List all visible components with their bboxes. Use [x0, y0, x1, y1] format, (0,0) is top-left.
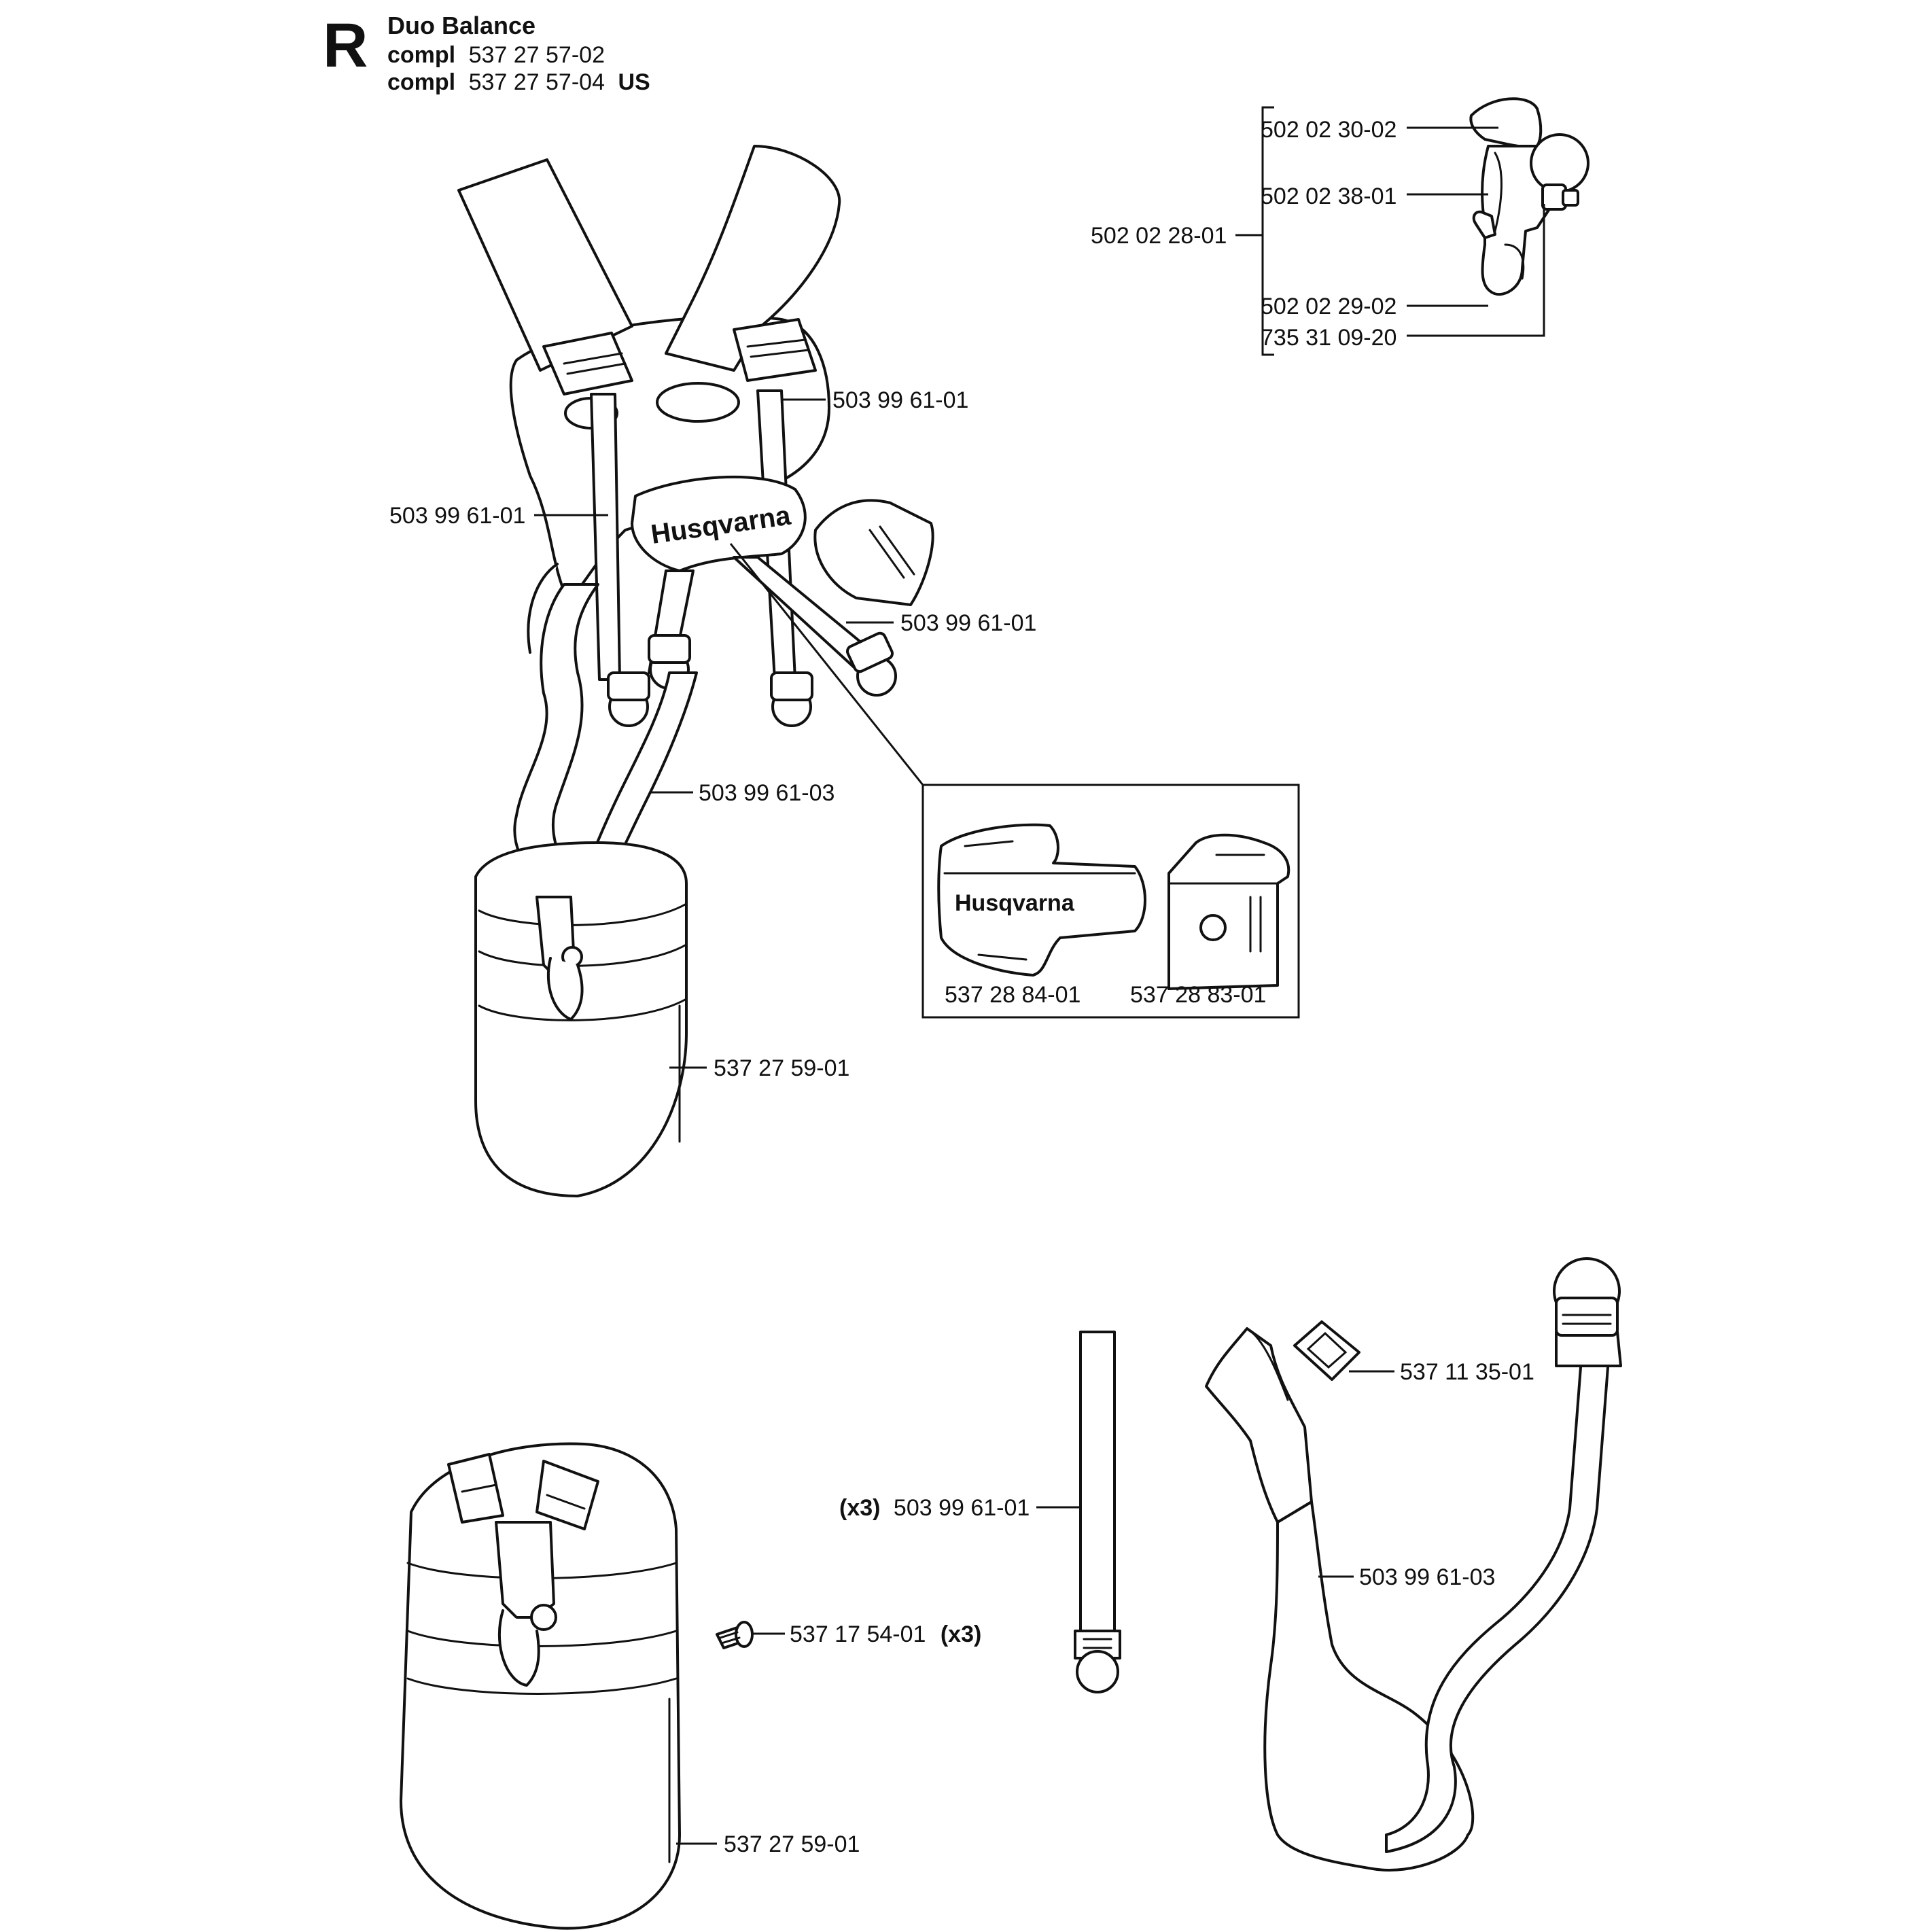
label-537-17-54-01: 537 17 54-01 — [790, 1621, 926, 1647]
section-letter: R — [323, 11, 368, 80]
buckle-drawing — [1293, 1320, 1360, 1381]
label-503-99-61-01-d-line: (x3) 503 99 61-01 — [839, 1495, 1030, 1521]
label-735-31-09-20: 735 31 09-20 — [1261, 325, 1397, 351]
detail-box — [921, 784, 1300, 1019]
label-537-28-84-01: 537 28 84-01 — [945, 982, 1081, 1008]
side-pad-drawing — [1167, 833, 1290, 990]
compl-prefix-2: compl — [387, 69, 455, 95]
holder-drawing — [400, 1442, 681, 1930]
lead-line-735-31-09-20 — [1407, 204, 1545, 337]
label-503-99-61-01-c: 503 99 61-01 — [900, 610, 1036, 636]
label-537-28-83-01: 537 28 83-01 — [1130, 982, 1266, 1008]
label-537-27-59-01-b: 537 27 59-01 — [724, 1831, 860, 1857]
label-503-99-61-03-b: 503 99 61-03 — [1359, 1564, 1495, 1590]
assembly-title: Duo Balance — [387, 12, 535, 39]
compl-line-2: compl 537 27 57-04 US — [387, 69, 650, 95]
label-537-17-54-01-line: 537 17 54-01 (x3) — [790, 1621, 981, 1647]
chest-pad-drawing: Husqvarna — [937, 823, 1146, 977]
label-503-99-61-01-a: 503 99 61-01 — [832, 387, 968, 413]
hook-assembly-drawing — [1469, 97, 1589, 296]
harness-drawing: Husqvarna — [457, 145, 934, 1197]
detail-logo-text: Husqvarna — [955, 890, 1075, 916]
hook-assembly-bracket — [1261, 106, 1274, 356]
compl-number-2: 537 27 57-04 — [469, 69, 605, 95]
label-503-99-61-01-b: 503 99 61-01 — [389, 503, 525, 529]
screw-drawing — [716, 1621, 754, 1649]
label-537-11-35-01: 537 11 35-01 — [1400, 1359, 1534, 1385]
single-strap-drawing — [1074, 1331, 1121, 1693]
long-strap-drawing — [1205, 1257, 1622, 1872]
label-502-02-29-02: 502 02 29-02 — [1261, 294, 1397, 319]
compl-us-suffix: US — [618, 69, 650, 95]
label-502-02-30-02: 502 02 30-02 — [1261, 117, 1397, 143]
label-537-27-59-01-a: 537 27 59-01 — [714, 1055, 849, 1081]
label-503-99-61-03-a: 503 99 61-03 — [699, 780, 835, 806]
label-502-02-38-01: 502 02 38-01 — [1261, 183, 1397, 209]
compl-number-1: 537 27 57-02 — [469, 42, 605, 68]
label-502-02-28-01: 502 02 28-01 — [1091, 223, 1227, 249]
compl-line-1: compl 537 27 57-02 — [387, 42, 605, 68]
label-503-99-61-01-d: 503 99 61-01 — [894, 1495, 1030, 1521]
detail-pointer-line — [729, 543, 924, 786]
label-x3-suffix: (x3) — [941, 1621, 981, 1647]
label-x3-prefix: (x3) — [839, 1495, 880, 1521]
compl-prefix-1: compl — [387, 42, 455, 68]
